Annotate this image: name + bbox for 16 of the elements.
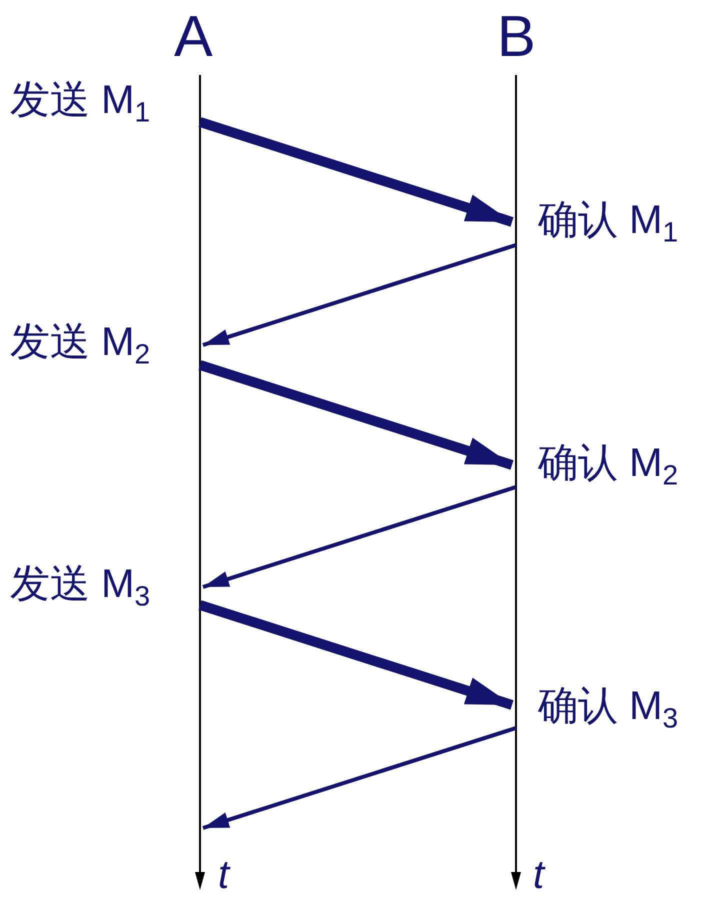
arrow	[198, 600, 514, 710]
event-label: 确认 M$_{3}$	[538, 686, 678, 732]
event-label: 发送 M$_{3}$	[10, 564, 150, 610]
lifeline-heading: B	[497, 8, 536, 66]
arrow	[202, 243, 517, 347]
arrow	[202, 485, 517, 589]
axis-label: t	[533, 855, 544, 895]
event-label: 发送 M$_{1}$	[10, 80, 150, 126]
event-label: 确认 M$_{2}$	[538, 443, 678, 490]
arrow	[198, 117, 514, 227]
axis-label: t	[218, 855, 230, 895]
event-label: 确认 M$_{1}$	[538, 200, 678, 246]
event-label: 发送 M$_{2}$	[10, 322, 150, 368]
arrow	[202, 726, 517, 830]
lifeline-heading: A	[174, 8, 213, 66]
arrow	[198, 360, 514, 470]
